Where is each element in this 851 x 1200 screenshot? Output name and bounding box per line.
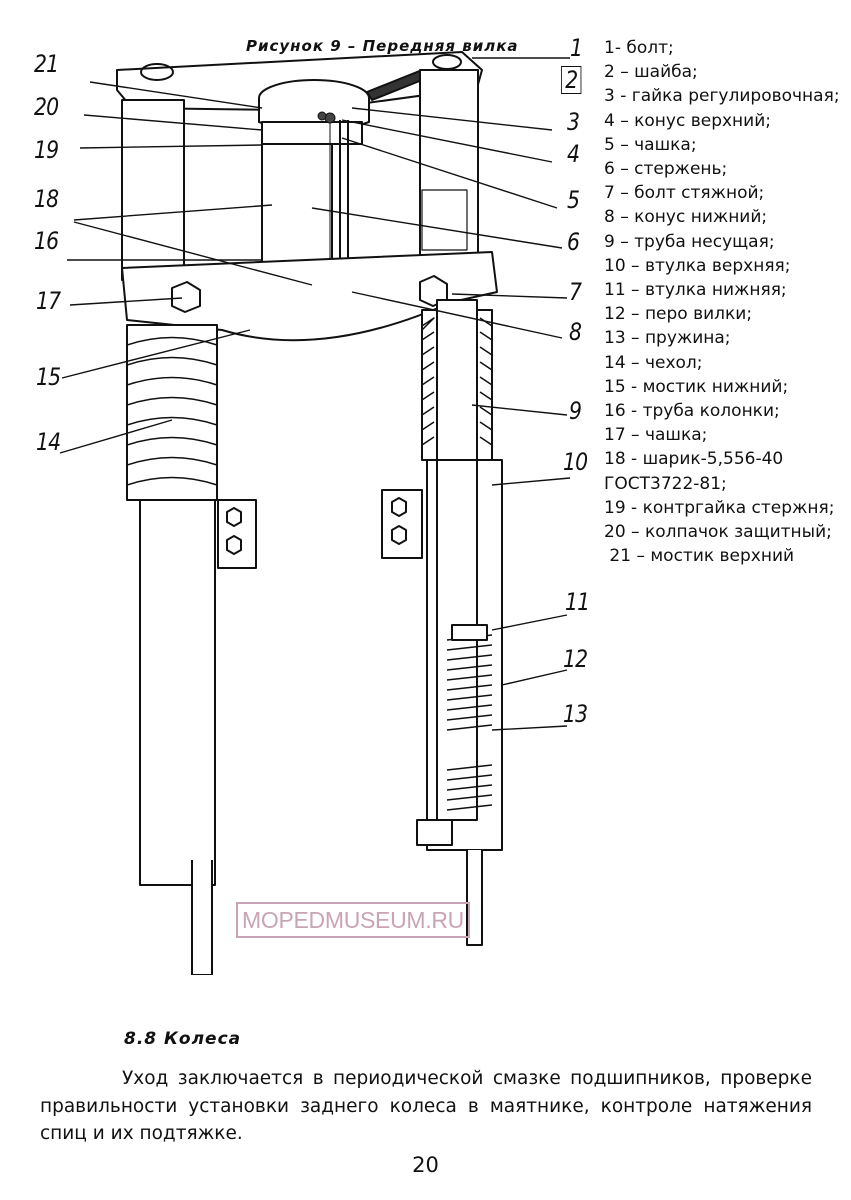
legend-item-17: 17 – чашка; bbox=[604, 425, 708, 446]
callout-1: 1 bbox=[570, 34, 583, 62]
callout-4: 4 bbox=[567, 140, 580, 168]
legend-item-8: 8 – конус нижний; bbox=[604, 207, 768, 228]
callout-7: 7 bbox=[569, 278, 582, 306]
legend-item-16: 16 - труба колонки; bbox=[604, 401, 780, 422]
callout-21: 21 bbox=[34, 50, 59, 78]
legend-item-20: 20 – колпачок защитный; bbox=[604, 522, 832, 543]
legend-item-12: 12 – перо вилки; bbox=[604, 304, 753, 325]
callout-6: 6 bbox=[567, 228, 580, 256]
callout-18: 18 bbox=[34, 185, 59, 213]
figure-title: Рисунок 9 – Передняя вилка bbox=[246, 37, 519, 55]
callout-9: 9 bbox=[569, 397, 582, 425]
figure-legend: 1- болт; 2 – шайба; 3 - гайка регулирово… bbox=[604, 36, 844, 568]
callout-12: 12 bbox=[563, 645, 588, 673]
legend-item-2: 2 – шайба; bbox=[604, 62, 698, 83]
callout-13: 13 bbox=[563, 700, 588, 728]
left-bellows bbox=[126, 324, 218, 501]
callout-20: 20 bbox=[34, 93, 59, 121]
legend-item-21: 21 – мостик верхний bbox=[604, 546, 795, 567]
callout-19: 19 bbox=[34, 136, 59, 164]
section-paragraph: Уход заключается в периодической смазке … bbox=[40, 1068, 812, 1144]
legend-item-9: 9 – труба несущая; bbox=[604, 231, 775, 252]
callout-11: 11 bbox=[565, 588, 590, 616]
carrier-tube bbox=[436, 299, 478, 821]
callout-5: 5 bbox=[567, 186, 580, 214]
page-number: 20 bbox=[412, 1153, 439, 1177]
callout-16: 16 bbox=[34, 227, 59, 255]
legend-item-11: 11 – втулка нижняя; bbox=[604, 280, 787, 301]
callout-15: 15 bbox=[36, 363, 61, 391]
bolt-head-top-left bbox=[140, 63, 174, 81]
watermark: MOPEDMUSEUM.RU bbox=[236, 902, 470, 938]
legend-item-10: 10 – втулка верхняя; bbox=[604, 255, 791, 276]
callout-8: 8 bbox=[569, 318, 582, 346]
callout-3: 3 bbox=[567, 108, 580, 136]
legend-item-7: 7 – болт стяжной; bbox=[604, 183, 765, 204]
legend-item-3: 3 - гайка регулировочная; bbox=[604, 86, 840, 107]
legend-item-1: 1- болт; bbox=[604, 38, 674, 58]
legend-item-5: 5 – чашка; bbox=[604, 134, 697, 155]
legend-item-4: 4 – конус верхний; bbox=[604, 110, 771, 131]
legend-item-13: 13 – пружина; bbox=[604, 328, 731, 349]
front-fork-drawing bbox=[59, 51, 571, 975]
callout-14: 14 bbox=[36, 428, 61, 456]
legend-item-15: 15 - мостик нижний; bbox=[604, 376, 789, 397]
callout-17: 17 bbox=[36, 287, 61, 315]
legend-item-19: 19 - контргайка стержня; bbox=[604, 497, 835, 518]
callout-10: 10 bbox=[563, 448, 588, 476]
callout-2: 2 bbox=[561, 66, 582, 94]
legend-item-14: 14 – чехол; bbox=[604, 352, 703, 373]
section-heading: 8.8 Колеса bbox=[124, 1029, 242, 1049]
legend-item-6: 6 – стержень; bbox=[604, 159, 728, 180]
legend-item-18: 18 - шарик-5,556-40 ГОСТ3722-81; bbox=[604, 449, 789, 494]
